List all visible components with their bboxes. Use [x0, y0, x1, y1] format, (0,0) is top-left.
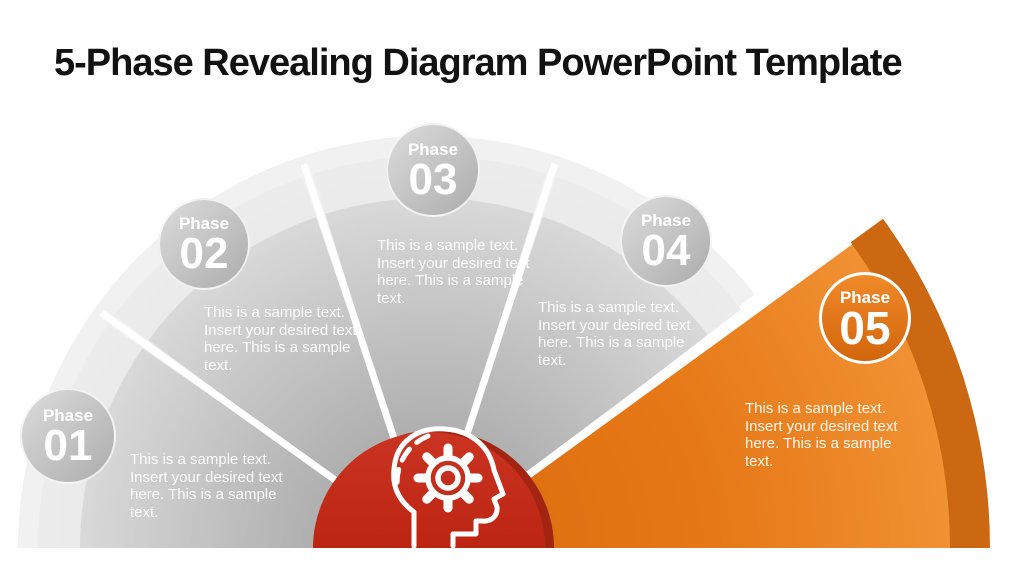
phase-04-badge: Phase 04	[620, 195, 712, 287]
phase-02-text: This is a sample text. Insert your desir…	[204, 304, 357, 374]
phase-04-text: This is a sample text. Insert your desir…	[538, 299, 691, 369]
phase-01-label: Phase	[42, 406, 94, 425]
phase-05-number: 05	[839, 302, 891, 354]
phase-04-number: 04	[641, 226, 691, 275]
phase-01-badge: Phase 01	[20, 388, 116, 484]
phase-02-badge: Phase 02	[158, 198, 250, 290]
head-gear-icon	[391, 426, 506, 549]
phase-03-text: This is a sample text. Insert your desir…	[377, 237, 530, 307]
phase-01-text: This is a sample text. Insert your desir…	[130, 451, 283, 521]
phase-05-badge: Phase 05	[819, 272, 911, 364]
phase-01-number: 01	[43, 421, 93, 470]
slide-title: 5-Phase Revealing Diagram PowerPoint Tem…	[54, 42, 903, 84]
phase-05-label: Phase	[839, 288, 891, 307]
phase-02-label: Phase	[178, 214, 230, 233]
phase-02-number: 02	[179, 229, 229, 278]
phase-03-badge: Phase 03	[386, 123, 480, 217]
phase-03-label: Phase	[407, 140, 459, 159]
phase-05-text: This is a sample text. Insert your desir…	[745, 400, 898, 470]
phase-03-wedge	[325, 198, 534, 548]
phase-04-label: Phase	[640, 211, 692, 230]
phase-03-number: 03	[408, 155, 458, 204]
